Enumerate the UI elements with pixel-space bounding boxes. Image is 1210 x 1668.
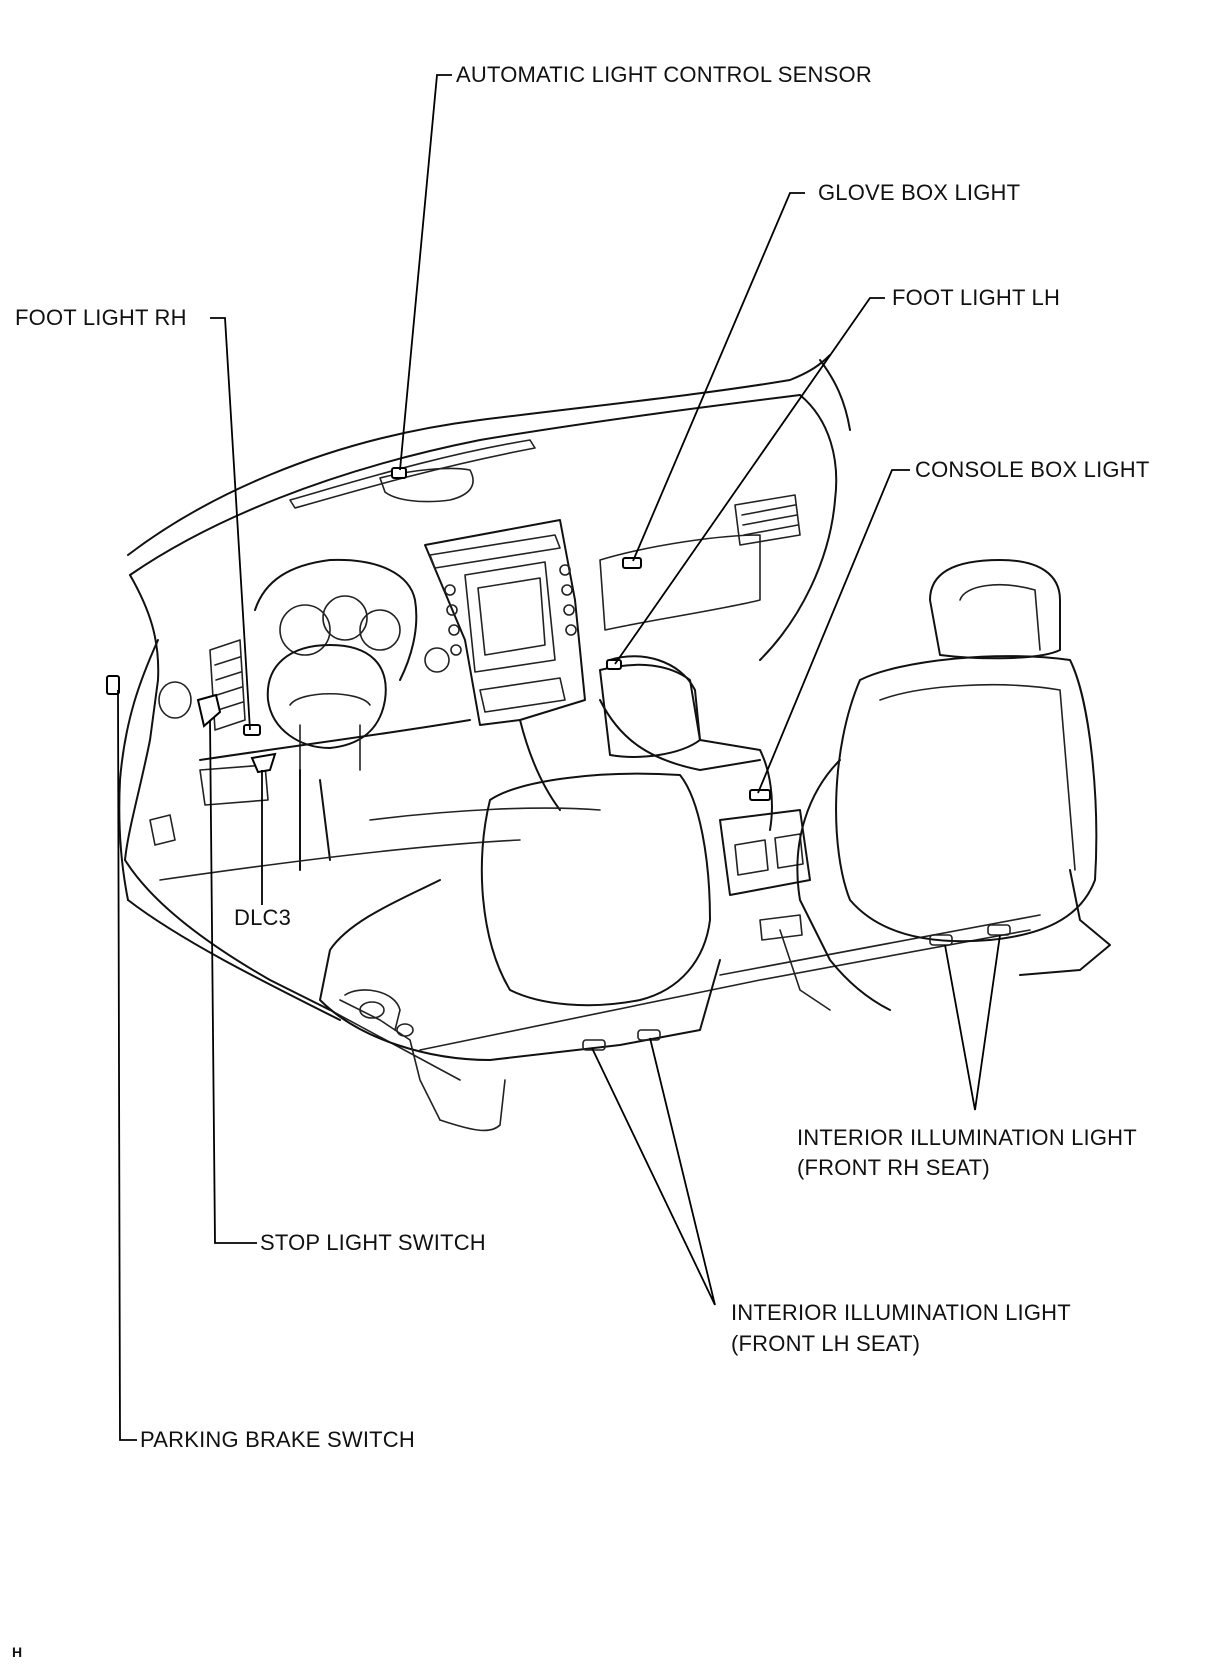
- label-automatic-light-control-sensor: AUTOMATIC LIGHT CONTROL SENSOR: [456, 62, 872, 87]
- foot-light-lh-marker: [606, 659, 622, 670]
- label-foot-light-rh: FOOT LIGHT RH: [15, 305, 187, 330]
- label-interior-illumination-lh-line2: (FRONT LH SEAT): [731, 1331, 921, 1356]
- center-console: [599, 663, 811, 941]
- label-interior-illumination-lh-line1: INTERIOR ILLUMINATION LIGHT: [731, 1300, 1071, 1325]
- label-interior-illumination-rh-line2: (FRONT RH SEAT): [797, 1155, 990, 1180]
- leader-lines: [117, 74, 1001, 1441]
- front-lh-seat: [319, 655, 721, 1132]
- glove-box-light-marker: [622, 557, 642, 569]
- parking-brake-switch-marker: [106, 675, 120, 695]
- dlc3-marker: [250, 752, 277, 774]
- label-interior-illumination-rh-line1: INTERIOR ILLUMINATION LIGHT: [797, 1125, 1137, 1150]
- front-rh-seat: [779, 559, 1111, 1011]
- corner-mark: H: [12, 1644, 23, 1660]
- console-box-light-marker: [749, 789, 771, 801]
- label-glove-box-light: GLOVE BOX LIGHT: [818, 180, 1021, 205]
- foot-light-rh-marker: [243, 724, 261, 736]
- label-parking-brake-switch: PARKING BRAKE SWITCH: [140, 1427, 415, 1452]
- label-stop-light-switch: STOP LIGHT SWITCH: [260, 1230, 486, 1255]
- component-markers: [106, 467, 771, 801]
- label-foot-light-lh: FOOT LIGHT LH: [892, 285, 1061, 310]
- stop-light-switch-marker: [196, 693, 222, 728]
- label-dlc3: DLC3: [234, 905, 292, 930]
- dashboard-outline: [118, 354, 1041, 1081]
- label-console-box-light: CONSOLE BOX LIGHT: [915, 457, 1150, 482]
- auto-light-sensor-marker: [391, 467, 407, 479]
